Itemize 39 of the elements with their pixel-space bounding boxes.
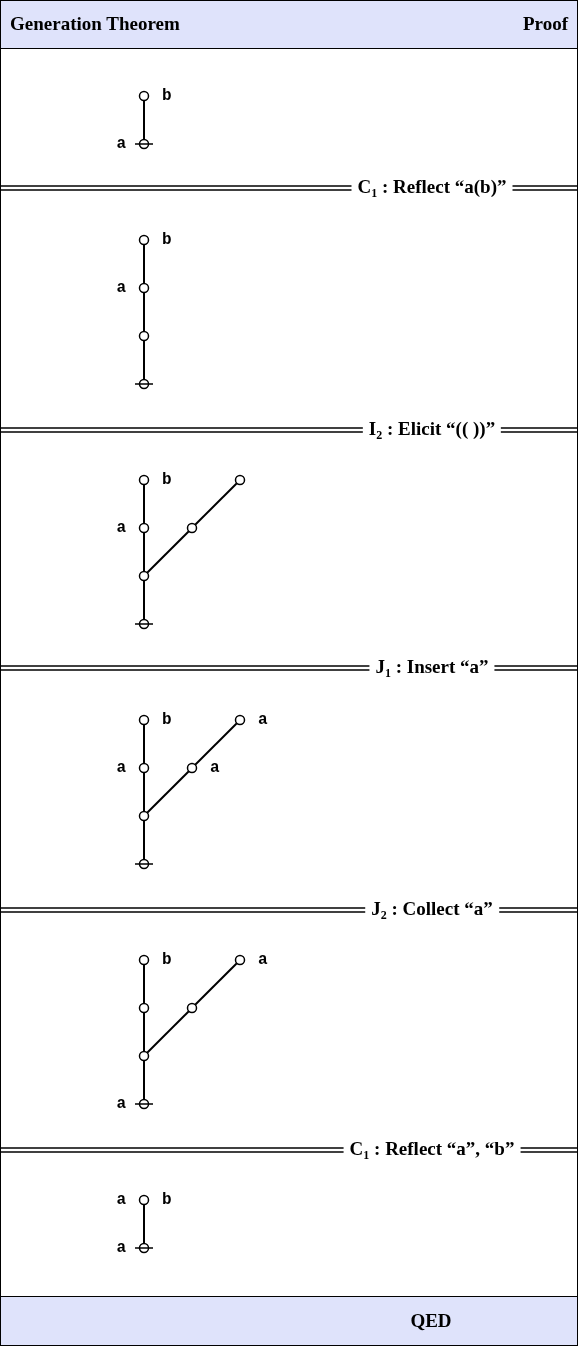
variable-label: b <box>162 952 172 968</box>
connector-line <box>194 482 238 526</box>
variable-label: a <box>116 760 126 776</box>
connector-line <box>143 1011 145 1053</box>
connector-line <box>143 531 145 573</box>
connector-line <box>143 771 145 813</box>
connector-line <box>194 962 238 1006</box>
variable-label: b <box>162 232 172 248</box>
connector-line <box>143 819 145 861</box>
variable-label: b <box>162 88 172 104</box>
variable-label: a <box>116 520 126 536</box>
variable-label: b <box>162 1192 172 1208</box>
connector-line <box>194 722 238 766</box>
variable-label: a <box>116 1192 126 1208</box>
connector-line <box>146 770 190 814</box>
footer-label: QED <box>410 1310 452 1332</box>
connector-line <box>146 530 190 574</box>
connector-line <box>143 723 145 765</box>
connector-line <box>143 483 145 525</box>
variable-label: a <box>116 280 126 296</box>
connector-line <box>143 1203 145 1245</box>
connector-line <box>143 339 145 381</box>
variable-label: a <box>258 712 268 728</box>
connector-line <box>143 243 145 285</box>
title: Generation Theorem <box>10 13 180 35</box>
connector-line <box>143 579 145 621</box>
connector-line <box>143 1059 145 1101</box>
variable-label: a <box>116 136 126 152</box>
variable-label: b <box>162 472 172 488</box>
connector-line <box>143 99 145 141</box>
variable-label: a <box>258 952 268 968</box>
connector-line <box>146 1010 190 1054</box>
variable-label: a <box>116 1096 126 1112</box>
connector-line <box>143 291 145 333</box>
connector-line <box>143 963 145 1005</box>
variable-label: b <box>162 712 172 728</box>
variable-label: a <box>116 1240 126 1256</box>
variable-label: a <box>210 760 220 776</box>
header-label: Proof <box>522 13 568 35</box>
